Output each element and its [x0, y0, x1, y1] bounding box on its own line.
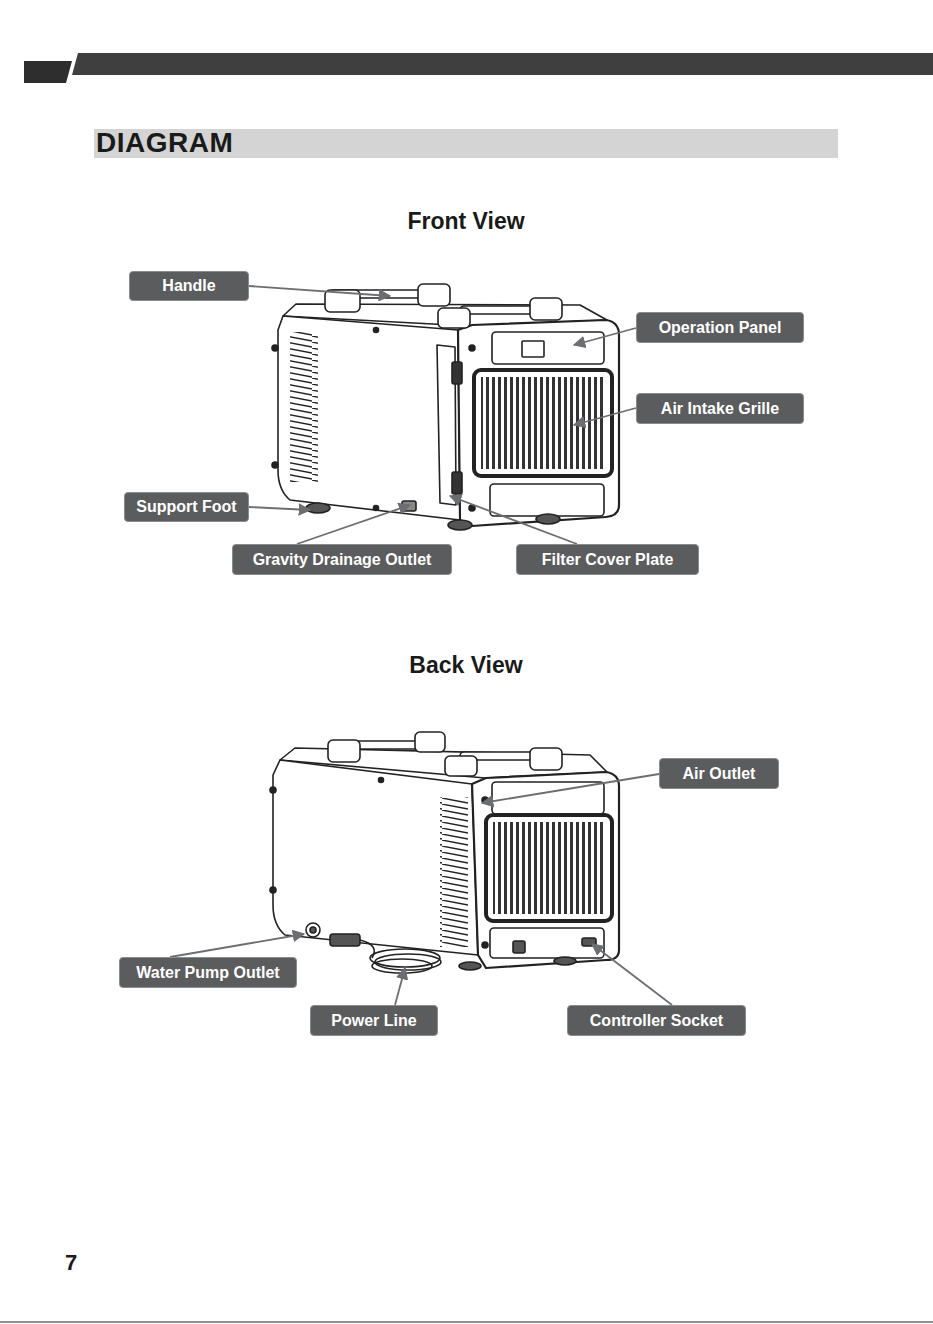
part-label-box: Controller Socket [567, 1005, 746, 1036]
header-bar [72, 53, 933, 75]
leader-line [574, 328, 636, 345]
back-unit [270, 732, 619, 973]
part-label-box: Gravity Drainage Outlet [232, 544, 452, 575]
part-name: Support Foot [136, 498, 236, 516]
front-unit [272, 284, 619, 530]
part-name: Handle [162, 277, 215, 295]
leader-line [574, 408, 636, 425]
part-label-box: Air Outlet [659, 758, 779, 789]
view-heading: Back View [409, 652, 522, 679]
part-label-box: Filter Cover Plate [516, 544, 699, 575]
leader-line [297, 505, 410, 544]
header-block [24, 61, 72, 83]
part-name: Operation Panel [659, 319, 782, 337]
part-label-box: Power Line [310, 1005, 438, 1036]
leader-line [395, 968, 405, 1005]
part-label-box: Support Foot [124, 492, 249, 522]
leader-line [249, 507, 310, 510]
leader-lines [170, 286, 672, 1005]
part-name: Gravity Drainage Outlet [253, 551, 432, 569]
page-rule [0, 1322, 933, 1323]
part-label-box: Handle [129, 271, 249, 301]
part-label-box: Operation Panel [636, 312, 804, 343]
part-label-box: Air Intake Grille [636, 393, 804, 424]
leader-line [592, 944, 672, 1005]
part-name: Air Outlet [683, 765, 756, 783]
leader-line [249, 286, 390, 296]
part-name: Power Line [331, 1012, 416, 1030]
leader-line [170, 934, 304, 957]
leader-line [450, 496, 577, 544]
page-title: DIAGRAM [96, 127, 233, 159]
part-name: Controller Socket [590, 1012, 723, 1030]
leader-line [482, 774, 659, 803]
part-label-box: Water Pump Outlet [119, 957, 297, 988]
page-number: 7 [65, 1250, 77, 1276]
part-name: Air Intake Grille [661, 400, 779, 418]
view-heading: Front View [407, 208, 524, 235]
part-name: Filter Cover Plate [542, 551, 674, 569]
part-name: Water Pump Outlet [136, 964, 279, 982]
